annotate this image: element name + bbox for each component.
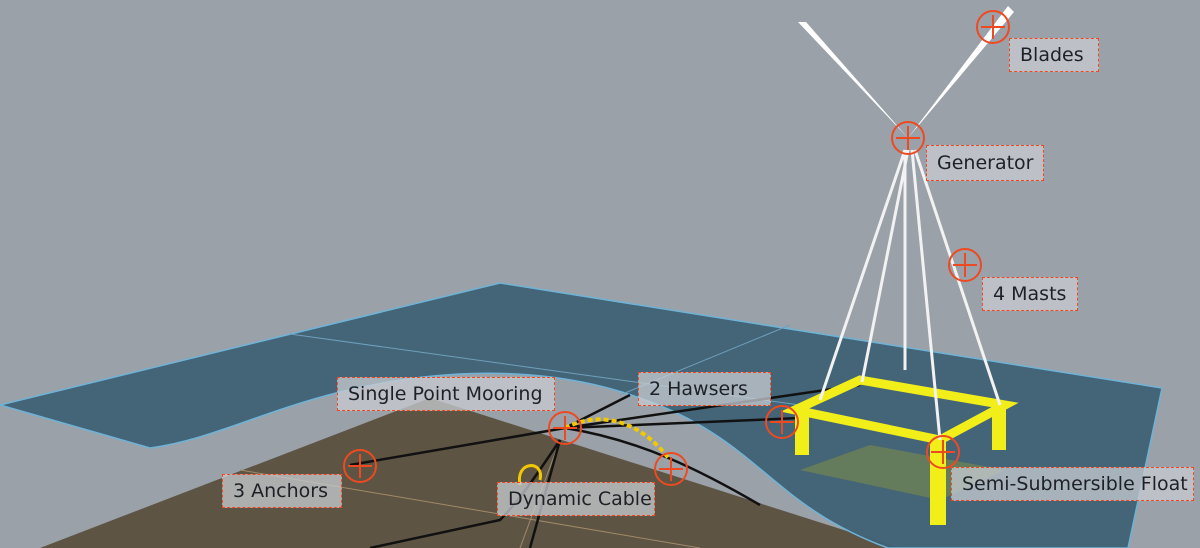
blades: [798, 6, 1014, 138]
marker-anchors: [343, 449, 377, 483]
masts: [818, 149, 1002, 441]
marker-generator: [891, 121, 925, 155]
marker-masts: [948, 248, 982, 282]
markers: [343, 10, 1010, 486]
label-generator: Generator: [926, 145, 1044, 181]
marker-float: [926, 435, 960, 469]
dynamic-cable: [564, 417, 672, 462]
cable-loop: [518, 464, 542, 486]
marker-hawsers: [765, 405, 799, 439]
label-blades: Blades: [1009, 38, 1099, 72]
marker-blades: [976, 10, 1010, 44]
label-anchors: 3 Anchors: [222, 474, 342, 508]
label-semi-submersible-float: Semi-Submersible Float: [951, 467, 1194, 501]
label-masts: 4 Masts: [982, 277, 1078, 311]
seabed: [40, 398, 900, 548]
label-single-point-mooring: Single Point Mooring: [337, 377, 555, 411]
marker-cable: [654, 452, 688, 486]
label-dynamic-cable: Dynamic Cable: [497, 482, 655, 516]
marker-mooring: [548, 411, 582, 445]
label-hawsers: 2 Hawsers: [638, 372, 771, 406]
